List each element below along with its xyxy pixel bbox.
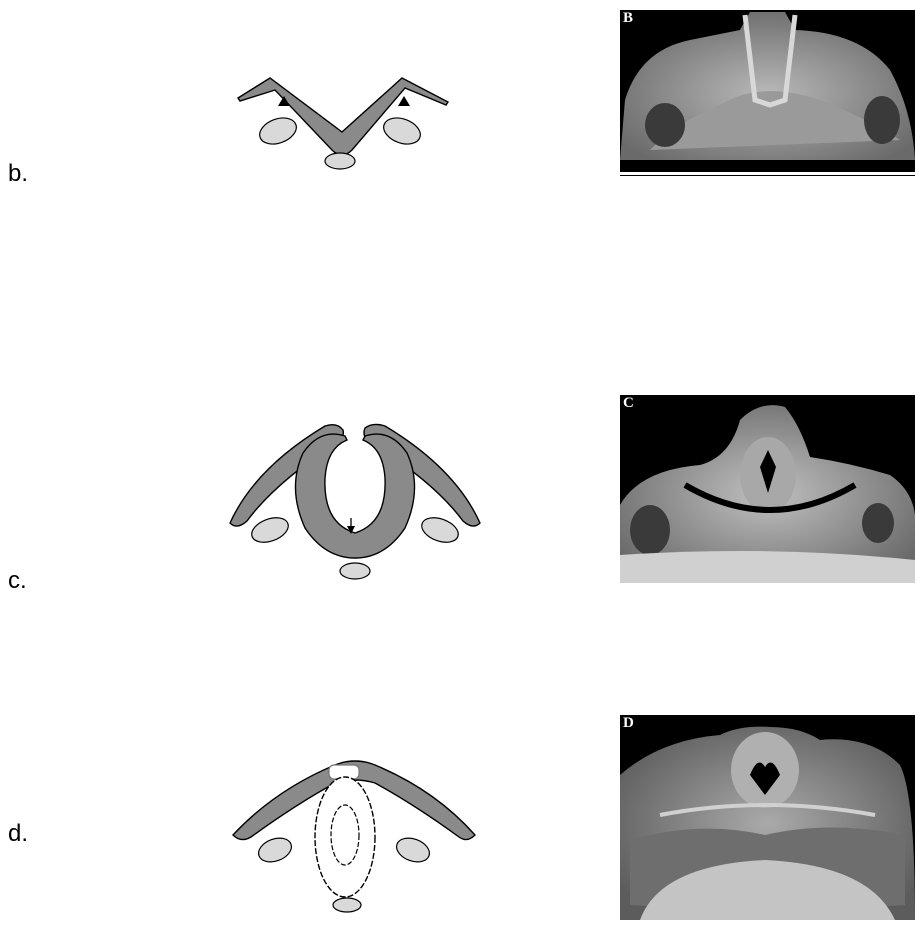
somite-left-b <box>256 113 300 149</box>
sem-photo-d: D <box>620 715 915 920</box>
somite-left-d <box>255 834 294 866</box>
somite-left-c <box>248 513 291 547</box>
hinge-arrowhead-right <box>398 96 410 106</box>
sem-photo-c: C <box>620 395 915 583</box>
row-label-c: c. <box>8 567 27 595</box>
row-label-b: b. <box>8 160 28 188</box>
neural-tube-closure-diagram-d <box>225 735 485 915</box>
notochord-b <box>325 153 355 169</box>
neural-fold-elevation-diagram-c <box>225 418 485 583</box>
somite-right-b <box>380 113 424 149</box>
sem-photo-b: B <box>620 10 915 176</box>
somite-right-c <box>418 513 461 547</box>
neural-tube-lumen <box>331 805 359 865</box>
neural-groove-c <box>295 434 414 558</box>
photo-letter-b: B <box>623 10 633 27</box>
somite-right-d <box>393 834 432 866</box>
neural-plate-folding-diagram-b <box>230 70 460 180</box>
photo-letter-c: C <box>623 395 634 412</box>
photo-letter-d: D <box>623 715 634 732</box>
row-label-d: d. <box>8 820 28 848</box>
notochord-d <box>333 898 361 912</box>
notochord-c <box>340 563 370 579</box>
